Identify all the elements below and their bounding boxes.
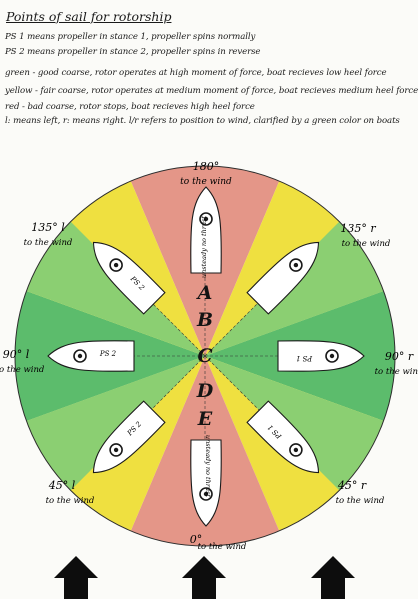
boat-upper-right (246, 241, 320, 315)
rotor-icon (289, 443, 303, 457)
angle-right-sub: to the wind (375, 367, 418, 377)
rotor-hub-icon (113, 447, 119, 453)
boat-propeller-tag: PS 1 (296, 354, 313, 362)
boat-right: PS 1 (277, 340, 365, 372)
wind-arrow-center-icon (182, 556, 226, 599)
rotor-hub-icon (329, 353, 335, 359)
boats-layer: unsteady no thrust PS 2 PS 2 PS 1 PS 2 PS 1 un… (47, 186, 365, 527)
boat-note: unsteady no thrust (200, 216, 208, 279)
rotor-hub-icon (293, 447, 299, 453)
sector-green-upper-left-band (26, 221, 205, 356)
angle-right: 90° r (385, 350, 414, 363)
angle-left-sub: to the wind (0, 365, 45, 375)
angle-upper-left-sub: to the wind (24, 238, 73, 248)
zone-letter-d: D (196, 380, 214, 402)
rotor-hub-icon (113, 262, 119, 268)
legend-left-right: l: means left, r: means right. l/r refer… (5, 116, 400, 126)
boat-hull (190, 439, 222, 527)
boat-note: unsteady no thrust (204, 435, 212, 498)
angle-lower-right: 45° r (337, 479, 367, 492)
angle-top-sub: to the wind (180, 177, 232, 187)
legend-green: green - good coarse, rotor operates at h… (5, 68, 387, 78)
angle-bottom: 0° (190, 533, 203, 546)
angle-lower-left-sub: to the wind (46, 496, 95, 506)
rotor-hub-icon (77, 353, 83, 359)
boat-propeller-tag: PS 2 (99, 350, 117, 358)
zone-letter-c: C (197, 345, 212, 367)
wind-arrow-left-icon (54, 556, 98, 599)
sector-green-lower-right-band (205, 356, 384, 491)
sector-green-upper-right-band (205, 221, 384, 356)
boat-top: unsteady no thrust (190, 186, 222, 279)
zone-letter-a: A (196, 282, 213, 304)
page-title: Points of sail for rotorship (6, 9, 172, 24)
wind-arrow-right-icon (311, 556, 355, 599)
boat-hull (47, 340, 135, 372)
angle-bottom-sub: to the wind (198, 542, 247, 552)
rotor-hub-icon (293, 262, 299, 268)
rotor-icon (109, 258, 123, 272)
rotor-icon (325, 349, 339, 363)
boat-bottom: unsteady no thrust (190, 435, 222, 527)
sector-wheel (14, 165, 396, 547)
legend-yellow: yellow - fair coarse, rotor operates at … (5, 86, 418, 96)
angle-top: 180° (193, 160, 220, 173)
boat-left: PS 2 (47, 340, 135, 372)
rotor-hub-icon (203, 491, 209, 497)
angle-lower-left: 45° l (48, 479, 76, 492)
wheel-outline (14, 165, 396, 547)
angle-upper-left: 135° l (31, 221, 65, 234)
rotor-icon (289, 258, 303, 272)
boat-hull (190, 186, 222, 274)
rotor-hub-icon (203, 216, 209, 222)
rotor-icon (199, 487, 213, 501)
zone-letter-b: B (196, 309, 213, 331)
boat-lower-right: PS 1 (246, 400, 320, 474)
rotor-icon (73, 349, 87, 363)
angle-upper-right: 135° r (340, 222, 376, 235)
zone-letter-e: E (197, 408, 213, 430)
boat-lower-left: PS 2 (92, 400, 166, 474)
angle-left: 90° l (3, 348, 30, 361)
sector-green-lower-left-band (26, 356, 205, 491)
boat-hull (277, 340, 365, 372)
angle-upper-right-sub: to the wind (342, 239, 391, 249)
rotor-icon (199, 212, 213, 226)
angle-lower-right-sub: to the wind (336, 496, 385, 506)
legend-red: red - bad coarse, rotor stops, boat reci… (5, 102, 255, 112)
rotor-icon (109, 443, 123, 457)
boat-upper-left: PS 2 (92, 241, 166, 315)
legend-ps2: PS 2 means propeller in stance 2, propel… (5, 47, 261, 57)
legend-ps1: PS 1 means propeller in stance 1, propel… (5, 32, 256, 42)
